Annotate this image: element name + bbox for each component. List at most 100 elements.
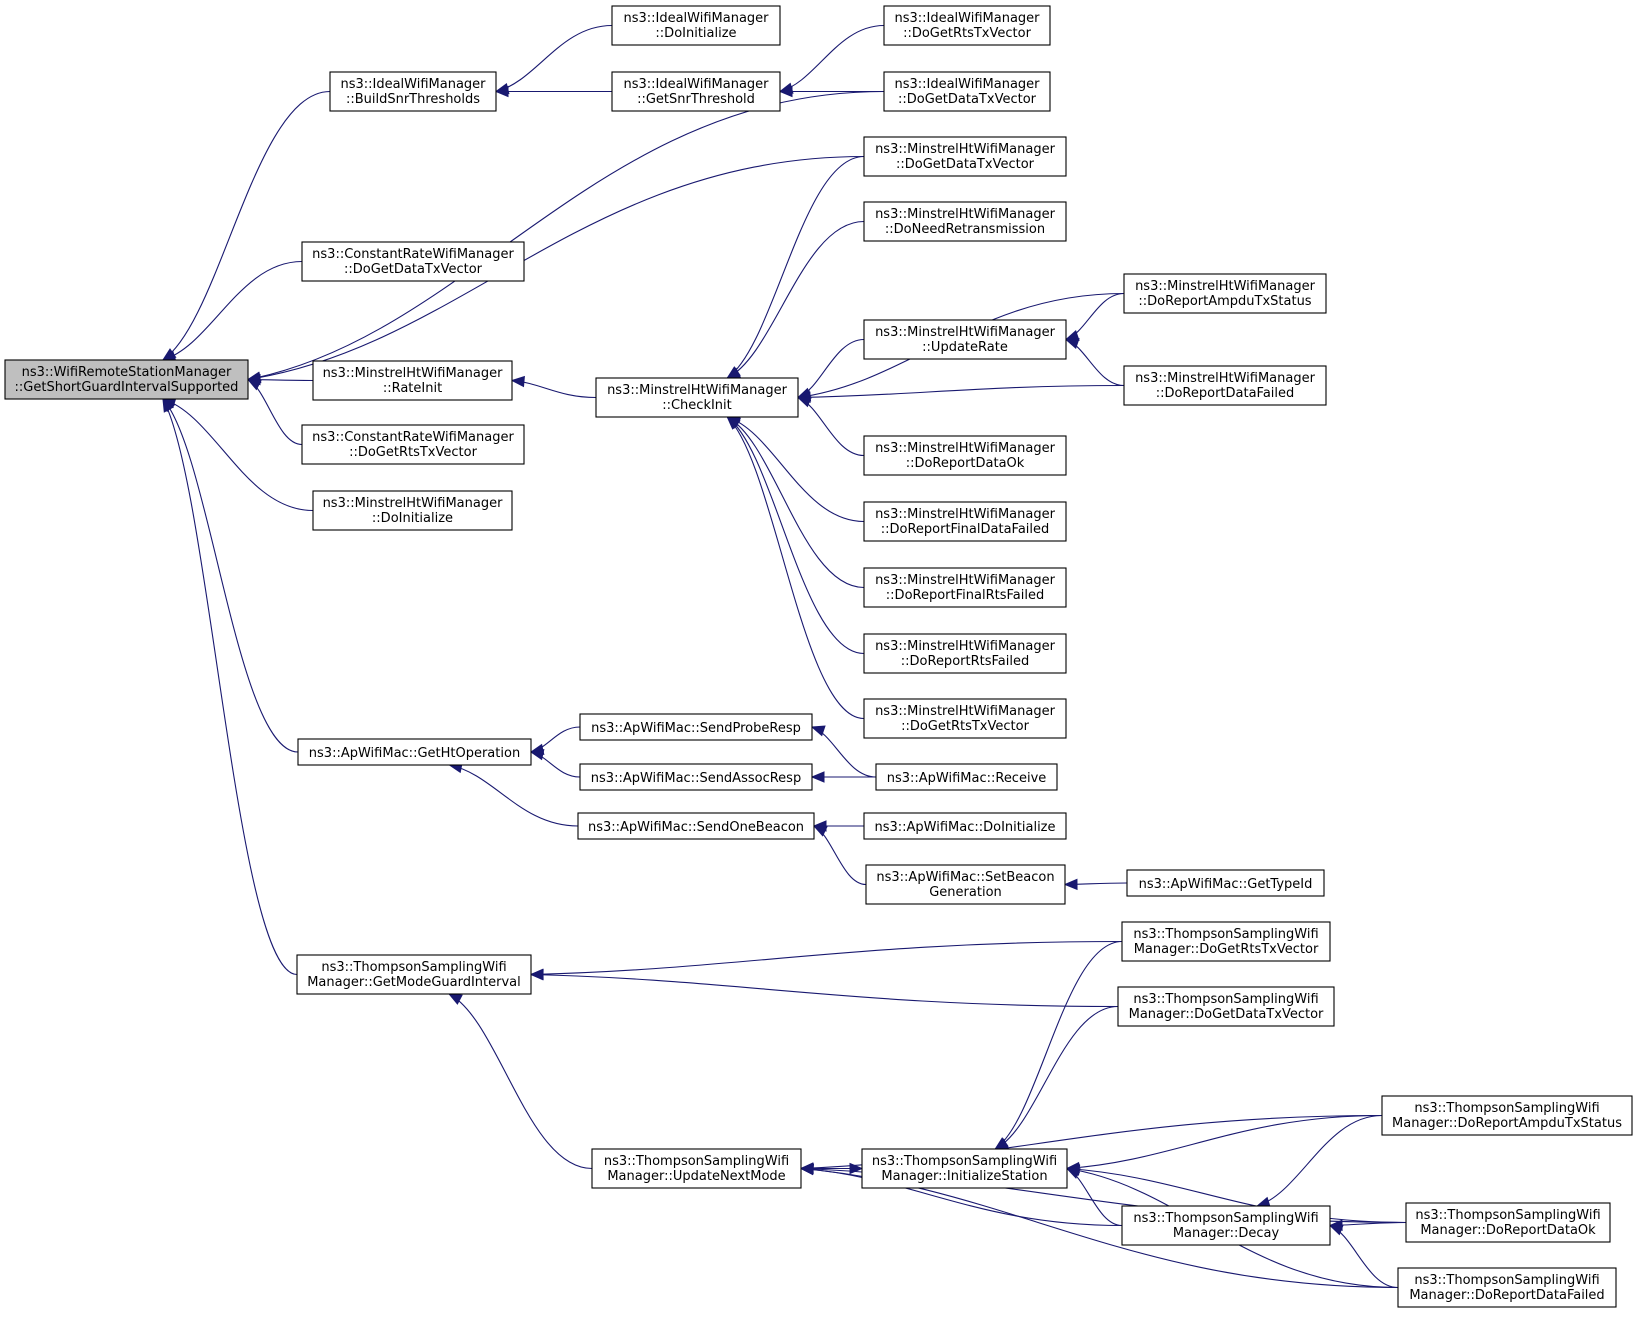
node-box[interactable] xyxy=(1123,273,1327,314)
node-ap-doinit[interactable]: ns3::ApWifiMac::DoInitialize xyxy=(863,812,1067,840)
node-label-line2: ::DoNeedRetransmission xyxy=(885,222,1045,237)
node-ap-receive[interactable]: ns3::ApWifiMac::Receive xyxy=(875,763,1058,791)
node-box[interactable] xyxy=(863,136,1067,177)
node-label-line1: ns3::ApWifiMac::SendOneBeacon xyxy=(588,820,804,835)
node-box[interactable] xyxy=(579,713,813,741)
node-box[interactable] xyxy=(863,319,1067,360)
node-iwm-doinit[interactable]: ns3::IdealWifiManager::DoInitialize xyxy=(611,5,781,46)
node-box[interactable] xyxy=(863,633,1067,674)
node-label-line2: Manager::DoReportDataOk xyxy=(1420,1223,1596,1238)
node-label-line2: ::DoInitialize xyxy=(372,511,453,526)
node-box[interactable] xyxy=(1123,365,1327,406)
node-root[interactable]: ns3::WifiRemoteStationManager::GetShortG… xyxy=(4,359,249,400)
edge-crm_dortstx-to-root xyxy=(246,378,303,446)
node-mh-doreportfinalrtsfailed[interactable]: ns3::MinstrelHtWifiManager::DoReportFina… xyxy=(863,567,1067,608)
node-box[interactable] xyxy=(1381,1095,1633,1136)
node-label-line1: ns3::MinstrelHtWifiManager xyxy=(875,441,1056,456)
node-box[interactable] xyxy=(883,71,1051,112)
node-ts-doreportampdu[interactable]: ns3::ThompsonSamplingWifiManager::DoRepo… xyxy=(1381,1095,1633,1136)
node-mh-doinit[interactable]: ns3::MinstrelHtWifiManager::DoInitialize xyxy=(312,490,513,531)
node-ap-sendassoc[interactable]: ns3::ApWifiMac::SendAssocResp xyxy=(579,763,813,791)
node-iwm-build[interactable]: ns3::IdealWifiManager::BuildSnrThreshold… xyxy=(329,71,497,112)
node-ap-sendprobe[interactable]: ns3::ApWifiMac::SendProbeResp xyxy=(579,713,813,741)
node-mh-doreportrtsfailed[interactable]: ns3::MinstrelHtWifiManager::DoReportRtsF… xyxy=(863,633,1067,674)
node-crm-dodatatx[interactable]: ns3::ConstantRateWifiManager::DoGetDataT… xyxy=(301,241,525,282)
node-box[interactable] xyxy=(1397,1267,1617,1308)
node-box[interactable] xyxy=(863,698,1067,739)
node-mh-doreportfinaldatafailed[interactable]: ns3::MinstrelHtWifiManager::DoReportFina… xyxy=(863,501,1067,542)
node-box[interactable] xyxy=(1405,1202,1611,1243)
node-ts-updatenext[interactable]: ns3::ThompsonSamplingWifiManager::Update… xyxy=(591,1148,802,1189)
node-box[interactable] xyxy=(312,360,513,401)
node-ap-getht[interactable]: ns3::ApWifiMac::GetHtOperation xyxy=(297,738,532,766)
node-crm-dortstx[interactable]: ns3::ConstantRateWifiManager::DoGetRtsTx… xyxy=(301,424,525,465)
node-mh-checkinit[interactable]: ns3::MinstrelHtWifiManager::CheckInit xyxy=(595,377,799,418)
node-box[interactable] xyxy=(863,201,1067,242)
node-box[interactable] xyxy=(1121,921,1331,962)
node-ts-initstation[interactable]: ns3::ThompsonSamplingWifiManager::Initia… xyxy=(861,1148,1068,1189)
node-box[interactable] xyxy=(595,377,799,418)
edge-iwm_build-to-root xyxy=(161,90,331,361)
node-box[interactable] xyxy=(611,5,781,46)
node-box[interactable] xyxy=(861,1148,1068,1189)
node-label-line1: ns3::ApWifiMac::SendProbeResp xyxy=(591,721,801,736)
node-box[interactable] xyxy=(4,359,249,400)
node-box[interactable] xyxy=(297,738,532,766)
node-label-line1: ns3::ApWifiMac::GetHtOperation xyxy=(309,746,520,761)
node-box[interactable] xyxy=(296,954,532,995)
node-label-line1: ns3::ThompsonSamplingWifi xyxy=(1414,1101,1599,1116)
node-label-line2: ::DoGetDataTxVector xyxy=(896,157,1035,172)
node-ts-doreportdatafailed[interactable]: ns3::ThompsonSamplingWifiManager::DoRepo… xyxy=(1397,1267,1617,1308)
node-box[interactable] xyxy=(863,435,1067,476)
node-mh-dortstx[interactable]: ns3::MinstrelHtWifiManager::DoGetRtsTxVe… xyxy=(863,698,1067,739)
node-ts-getmodegi[interactable]: ns3::ThompsonSamplingWifiManager::GetMod… xyxy=(296,954,532,995)
node-iwm-dodatatx[interactable]: ns3::IdealWifiManager::DoGetDataTxVector xyxy=(883,71,1051,112)
node-ts-dodatatx[interactable]: ns3::ThompsonSamplingWifiManager::DoGetD… xyxy=(1117,986,1335,1027)
node-mh-dodatatx[interactable]: ns3::MinstrelHtWifiManager::DoGetDataTxV… xyxy=(863,136,1067,177)
edge-line xyxy=(247,155,865,381)
edge-line xyxy=(1066,1167,1407,1224)
edge-line xyxy=(162,260,303,361)
node-mh-rateinit[interactable]: ns3::MinstrelHtWifiManager::RateInit xyxy=(312,360,513,401)
node-box[interactable] xyxy=(863,501,1067,542)
node-mh-doreportdataok[interactable]: ns3::MinstrelHtWifiManager::DoReportData… xyxy=(863,435,1067,476)
node-label-line2: ::DoReportFinalDataFailed xyxy=(881,522,1050,537)
node-label-line1: ns3::MinstrelHtWifiManager xyxy=(323,496,504,511)
node-mh-updaterate[interactable]: ns3::MinstrelHtWifiManager::UpdateRate xyxy=(863,319,1067,360)
node-label-line1: ns3::MinstrelHtWifiManager xyxy=(323,366,504,381)
node-box[interactable] xyxy=(1117,986,1335,1027)
node-iwm-dortstx[interactable]: ns3::IdealWifiManager::DoGetRtsTxVector xyxy=(883,5,1051,46)
node-iwm-getsnr[interactable]: ns3::IdealWifiManager::GetSnrThreshold xyxy=(611,71,781,112)
edge-line xyxy=(530,940,1123,976)
node-box[interactable] xyxy=(301,241,525,282)
node-box[interactable] xyxy=(1121,1205,1331,1246)
node-box[interactable] xyxy=(579,763,813,791)
node-ap-sendbeacon[interactable]: ns3::ApWifiMac::SendOneBeacon xyxy=(577,812,815,840)
node-mh-doneedretx[interactable]: ns3::MinstrelHtWifiManager::DoNeedRetran… xyxy=(863,201,1067,242)
node-box[interactable] xyxy=(863,567,1067,608)
node-label-line2: ::DoReportAmpduTxStatus xyxy=(1138,294,1311,309)
node-box[interactable] xyxy=(611,71,781,112)
node-mh-doreportampdu[interactable]: ns3::MinstrelHtWifiManager::DoReportAmpd… xyxy=(1123,273,1327,314)
node-label-line1: ns3::ThompsonSamplingWifi xyxy=(1133,1211,1318,1226)
node-box[interactable] xyxy=(875,763,1058,791)
node-box[interactable] xyxy=(865,864,1066,905)
arrowhead xyxy=(810,725,826,737)
node-box[interactable] xyxy=(312,490,513,531)
node-ap-gettypeid[interactable]: ns3::ApWifiMac::GetTypeId xyxy=(1126,869,1325,897)
node-box[interactable] xyxy=(329,71,497,112)
node-label-line1: ns3::IdealWifiManager xyxy=(623,11,769,26)
node-box[interactable] xyxy=(577,812,815,840)
node-label-line1: ns3::MinstrelHtWifiManager xyxy=(875,573,1056,588)
node-ts-doreportdataok[interactable]: ns3::ThompsonSamplingWifiManager::DoRepo… xyxy=(1405,1202,1611,1243)
node-ts-dortstx[interactable]: ns3::ThompsonSamplingWifiManager::DoGetR… xyxy=(1121,921,1331,962)
node-box[interactable] xyxy=(591,1148,802,1189)
node-box[interactable] xyxy=(883,5,1051,46)
node-box[interactable] xyxy=(1126,869,1325,897)
node-box[interactable] xyxy=(863,812,1067,840)
node-box[interactable] xyxy=(301,424,525,465)
node-mh-doreportdatafailed[interactable]: ns3::MinstrelHtWifiManager::DoReportData… xyxy=(1123,365,1327,406)
edge-line xyxy=(449,764,579,827)
